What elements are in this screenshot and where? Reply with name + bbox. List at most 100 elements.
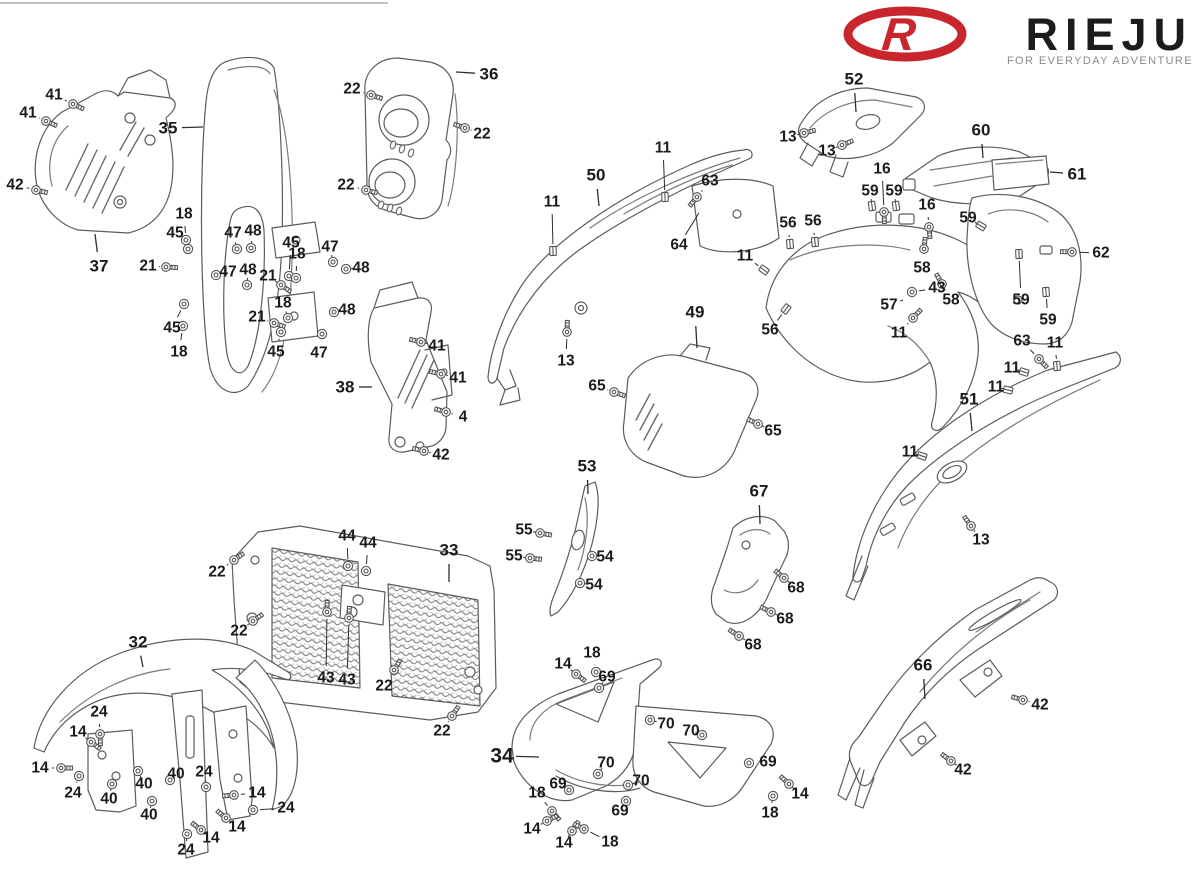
screw-icon [1010, 694, 1028, 705]
hardware-number-24: 24 [64, 785, 82, 802]
hardware-number-14: 14 [248, 785, 266, 802]
screw-icon [525, 553, 543, 563]
part-number-32: 32 [129, 633, 148, 652]
washer-icon [275, 326, 287, 338]
hardware-number-59: 59 [1012, 292, 1030, 309]
washer-icon [177, 320, 189, 332]
washer-icon [200, 781, 212, 793]
hardware-number-21: 21 [259, 268, 277, 285]
hardware-number-11: 11 [1004, 360, 1021, 377]
hardware-number-11: 11 [1047, 335, 1064, 352]
screw-icon [31, 185, 49, 196]
screw-icon [248, 612, 265, 626]
clip-icon [758, 264, 770, 276]
hardware-number-13: 13 [779, 129, 797, 146]
hardware-number-58: 58 [942, 292, 960, 309]
clip-icon [916, 451, 928, 461]
screw-icon [361, 185, 379, 196]
hardware-number-18: 18 [583, 645, 601, 662]
washer-icon [328, 306, 340, 318]
screw-icon [799, 127, 817, 138]
washer-icon [360, 565, 372, 577]
part-number-33: 33 [440, 541, 459, 560]
washer-icon [767, 790, 779, 802]
hardware-number-22: 22 [375, 678, 392, 695]
hardware-number-43: 43 [317, 670, 335, 687]
washer-icon [247, 804, 259, 816]
hardware-number-18: 18 [528, 785, 546, 802]
hardware-number-45: 45 [166, 225, 184, 242]
washer-icon [593, 682, 605, 694]
part-number-49: 49 [686, 303, 705, 322]
hardware-number-62: 62 [1092, 245, 1109, 262]
hardware-glyphs [31, 90, 1077, 840]
screw-icon [433, 406, 451, 417]
hardware-number-22: 22 [433, 723, 450, 740]
hardware-number-13: 13 [972, 532, 990, 549]
part-36-front-cover [364, 57, 458, 220]
screw-icon [276, 280, 293, 294]
hardware-number-13: 13 [818, 143, 836, 160]
screw-icon [428, 368, 446, 379]
screw-icon [562, 319, 572, 337]
brand-logo: R RIEJU FOR EVERYDAY ADVENTURE [843, 6, 1192, 67]
hardware-number-55: 55 [505, 548, 523, 565]
clip-icon [810, 236, 820, 248]
part-number-36: 36 [480, 65, 499, 84]
hardware-number-48: 48 [244, 223, 262, 240]
hardware-number-68: 68 [776, 611, 794, 628]
screw-icon [535, 528, 553, 538]
hardware-number-70: 70 [682, 723, 699, 740]
hardware-number-11: 11 [655, 140, 672, 157]
hardware-number-22: 22 [230, 623, 247, 640]
part-32-front-fender [33, 638, 298, 859]
hardware-number-44: 44 [338, 528, 356, 545]
washer-icon [290, 272, 302, 284]
hardware-number-40: 40 [135, 776, 152, 793]
hardware-number-14: 14 [523, 821, 541, 838]
clip-icon [867, 200, 877, 212]
hardware-number-21: 21 [248, 309, 266, 326]
clip-icon [891, 200, 901, 212]
washer-icon [178, 298, 190, 310]
screw-icon [68, 99, 85, 112]
hardware-number-11: 11 [988, 379, 1005, 396]
screw-icon [408, 336, 426, 347]
screw-icon [572, 821, 589, 834]
screw-icon [773, 568, 789, 583]
screw-icon [95, 729, 105, 747]
screw-icon [1059, 247, 1077, 257]
part-number-51: 51 [960, 390, 979, 409]
hardware-number-45: 45 [267, 344, 285, 361]
part-64-bracket [691, 178, 780, 253]
part-rear-mudguard [966, 193, 1082, 345]
hardware-number-44: 44 [359, 535, 377, 552]
screw-icon [778, 774, 794, 789]
hardware-number-63: 63 [701, 173, 719, 190]
washer-icon [73, 770, 85, 782]
hardware-number-18: 18 [170, 344, 188, 361]
hardware-number-69: 69 [611, 803, 629, 820]
hardware-number-18: 18 [288, 246, 306, 263]
part-number-34: 34 [490, 745, 514, 768]
hardware-number-70: 70 [597, 755, 614, 772]
hardware-number-16: 16 [918, 197, 936, 214]
hardware-number-54: 54 [596, 549, 614, 566]
hardware-number-65: 65 [764, 423, 782, 440]
hardware-number-63: 63 [1013, 333, 1031, 350]
clip-icon [549, 245, 557, 257]
hardware-number-54: 54 [585, 577, 603, 594]
hardware-number-64: 64 [670, 237, 688, 254]
hardware-number-18: 18 [175, 206, 193, 223]
clip-icon [1052, 360, 1062, 372]
hardware-number-47: 47 [224, 225, 241, 242]
part-61-plate [991, 155, 1050, 191]
screw-icon [571, 669, 588, 684]
washer-icon [743, 757, 755, 769]
hardware-number-42: 42 [1031, 697, 1048, 714]
clip-icon [1018, 367, 1030, 377]
clip-icon [780, 303, 792, 315]
hardware-number-57: 57 [880, 297, 897, 314]
